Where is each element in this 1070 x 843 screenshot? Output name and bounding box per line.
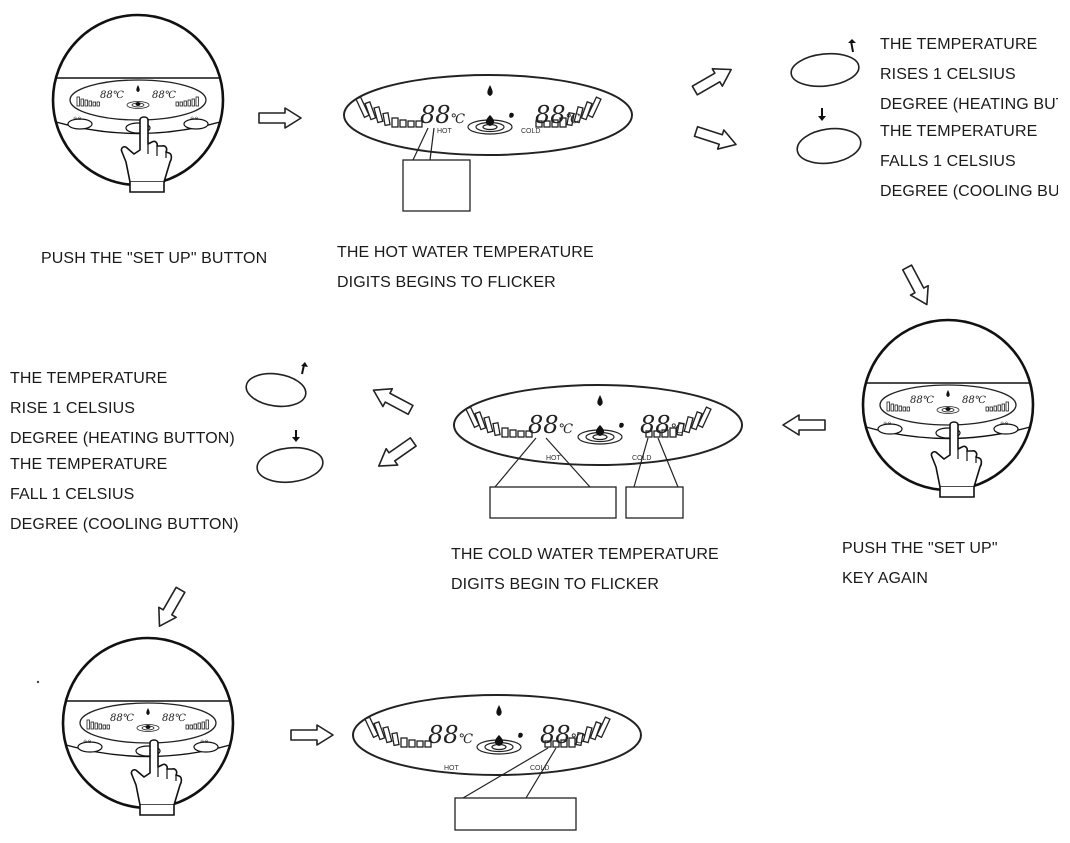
arrow-step4-to-5 bbox=[782, 414, 826, 436]
heating-button-step6 bbox=[245, 362, 308, 408]
up-arrow-icon bbox=[301, 362, 308, 367]
arrow-down-to-step7 bbox=[150, 584, 190, 632]
cooling-button-step3 bbox=[796, 108, 862, 165]
step2-caption: THE HOT WATER TEMPERATURE DIGITS BEGINS … bbox=[337, 244, 594, 291]
step1-caption: PUSH THE "SET UP" BUTTON bbox=[41, 250, 268, 267]
callout-box-cold-2 bbox=[454, 797, 577, 831]
hot-temp-readout-2: 88℃ bbox=[528, 411, 574, 439]
hot-temp-readout-3: 88℃ bbox=[428, 721, 474, 749]
big-display-step5: 88℃ 88℃ HOT COLD bbox=[453, 384, 743, 519]
arrow-down-to-step4 bbox=[897, 261, 937, 311]
cold-temp-readout: 88℃ bbox=[535, 101, 581, 129]
cooling-button-step6 bbox=[256, 430, 324, 484]
callout-box-cold bbox=[625, 486, 684, 519]
cold-temp-readout-2: 88℃ bbox=[640, 411, 686, 439]
arrow-to-rise-step3 bbox=[689, 60, 737, 100]
down-arrow-icon bbox=[292, 437, 300, 442]
hot-temp-readout: 88℃ bbox=[420, 101, 466, 129]
down-arrow-icon bbox=[818, 116, 826, 121]
big-display-step2: 88℃ 88℃ HOT COLD bbox=[343, 74, 633, 212]
cold-label-3: COLD bbox=[530, 765, 549, 772]
step6-fall-caption: THE TEMPERATURE FALL 1 CELSIUS DEGREE (C… bbox=[10, 456, 239, 533]
step6-rise-caption: THE TEMPERATURE RISE 1 CELSIUS DEGREE (H… bbox=[10, 370, 235, 447]
unit-panel-step1 bbox=[53, 15, 223, 192]
arrow-step7-to-8 bbox=[290, 724, 334, 746]
step5-caption: THE COLD WATER TEMPERATURE DIGITS BEGIN … bbox=[451, 546, 719, 593]
unit-panel-step4 bbox=[863, 320, 1033, 497]
cold-temp-readout-3: 88℃ bbox=[540, 721, 586, 749]
hot-label-2: HOT bbox=[546, 455, 562, 462]
heating-button-step3 bbox=[790, 39, 860, 88]
step4-caption: PUSH THE "SET UP" KEY AGAIN bbox=[842, 540, 998, 587]
callout-box-hot bbox=[402, 159, 471, 212]
callout-box-hot-2 bbox=[489, 486, 617, 519]
arrow-step1-to-2 bbox=[258, 107, 302, 129]
big-display-step8: 88℃ 88℃ HOT COLD bbox=[352, 694, 642, 831]
hot-label-3: HOT bbox=[444, 765, 460, 772]
cold-label: COLD bbox=[521, 128, 540, 135]
arrow-to-fall-step3 bbox=[692, 121, 740, 155]
hot-label: HOT bbox=[437, 128, 453, 135]
unit-panel-step7 bbox=[63, 638, 233, 815]
up-arrow-icon bbox=[848, 39, 856, 43]
step3-rise-caption: THE TEMPERATURE RISES 1 CELSIUS DEGREE (… bbox=[880, 36, 1058, 113]
arrow-to-fall-step6 bbox=[372, 432, 420, 476]
step3-fall-caption: THE TEMPERATURE FALLS 1 CELSIUS DEGREE (… bbox=[880, 123, 1058, 200]
arrow-to-rise-step6 bbox=[367, 380, 417, 420]
